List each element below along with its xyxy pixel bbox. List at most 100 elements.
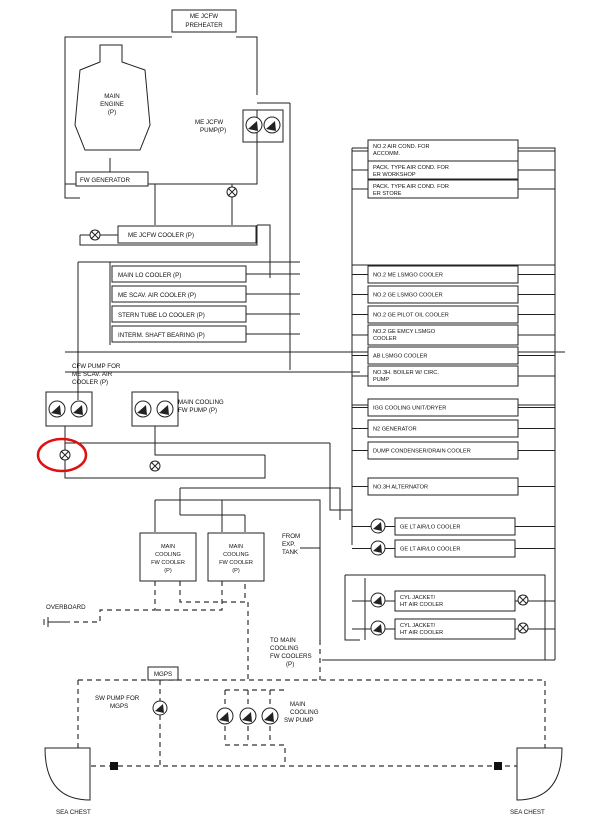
right-column-label: ER WORKSHOP [373,172,416,178]
right-column-label: ACCOMM. [373,151,400,157]
sw-pump-line-2: COOLING [290,709,319,716]
right-column-label: GE LT AIR/LO COOLER [400,547,460,553]
to-main-cooling-line-4: (P) [286,661,294,668]
from-exp-tank: FROM EXP. TANK [282,533,320,556]
to-main-cooling-line-3: FW COOLERS [270,653,312,660]
stern-tube-lo-cooler-label: STERN TUBE LO COOLER (P) [118,312,205,319]
right-column-label: NO.3H. BOILER W/ CIRC. [373,370,439,376]
right-column-label: GE LT AIR/LO COOLER [400,525,460,531]
overboard: OVERBOARD [43,604,86,627]
right-column-label: NO.3H ALTERNATOR [373,485,428,491]
right-column-label: NO.2 GE EMCY LSMGO [373,329,436,335]
right-column-label: COOLER [373,336,397,342]
sw-pump-1-icon [216,707,234,725]
fw-cooler-1-line-4: (P) [164,568,172,574]
right-column-label: N2 GENERATOR [373,427,417,433]
me-scav-air-cooler-label: ME SCAV. AIR COOLER (P) [118,292,196,299]
right-column-label: CYL JACKET/ [400,623,436,629]
fw-cooler-1-line-3: FW COOLER [151,560,185,566]
right-column-label: IGG COOLING UNIT/DRYER [373,406,446,412]
right-column-label: CYL JACKET/ [400,595,436,601]
cfw-pump-2-icon [70,400,88,418]
jcfw-loop-lines [64,36,291,370]
main-cooling-fw-pump-1-icon [134,400,152,418]
mgps-label: MGPS [154,671,172,678]
main-cooling-fw-cooler-2: MAIN COOLING FW COOLER (P) [207,532,265,582]
cfw-pump-line-2: ME SCAV. AIR [72,371,113,378]
sw-pump-line-3: SW PUMP [284,717,314,724]
sw-dashed-lines [70,581,546,767]
overboard-label: OVERBOARD [46,604,86,611]
from-exp-tank-line-3: TANK [282,549,299,556]
sw-pump-mgps-line-1: SW PUMP FOR [95,695,140,702]
from-exp-tank-line-1: FROM [282,533,300,540]
right-column-box [394,590,516,612]
me-jcfw-pump-line-2: PUMP(P) [200,127,226,134]
fw-cooler-2-line-2: COOLING [223,552,249,558]
interm-shaft-bearing-label: INTERM. SHAFT BEARING (P) [118,332,205,339]
me-jcfw-preheater: ME JCFW PREHEATER [171,9,237,33]
cyl-jacket-pump-2-icon [370,620,386,636]
me-jcfw-pump-line-1: ME JCFW [195,119,223,126]
right-column-label: NO.2 ME LSMGO COOLER [373,273,443,279]
sw-pump-mgps-line-2: MGPS [110,703,128,710]
ge-lt-pump-2-icon [370,540,386,556]
right-column-label: AB LSMGO COOLER [373,354,427,360]
right-column-box [367,365,519,387]
main-engine-line-3: (P) [108,109,116,116]
sea-chest-left-label: SEA CHEST [56,809,91,816]
right-column-label: PACK. TYPE AIR COND. FOR [373,184,449,190]
main-lo-cooler-label: MAIN LO COOLER (P) [118,272,181,279]
highlight-circle [36,437,88,473]
sw-pump-3-icon [261,707,279,725]
right-column-box [394,618,516,640]
fw-cooler-2-line-4: (P) [232,568,240,574]
lo-cooler-group: MAIN LO COOLER (P) ME SCAV. AIR COOLER (… [77,261,300,400]
right-column-label: PACK. TYPE AIR COND. FOR [373,165,449,171]
me-jcfw-cooler: ME JCFW COOLER (P) [117,225,257,244]
right-column-label: ER STORE [373,191,402,197]
main-engine-line-1: MAIN [104,93,119,100]
fw-cooler-1-line-2: COOLING [155,552,181,558]
main-engine: MAIN ENGINE (P) [74,44,151,151]
fw-generator: FW GENERATOR [75,171,149,187]
ge-lt-pump-1-icon [370,518,386,534]
cyl-jacket-pump-1-icon [370,592,386,608]
fw-cooler-2-line-3: FW COOLER [219,560,253,566]
main-cooling-fw-pump-2-icon [156,400,174,418]
highlighted-valve-icon[interactable] [59,449,71,461]
cfw-pump-1-icon [48,400,66,418]
sw-pump-2-icon [239,707,257,725]
cfw-pump-line-1: CFW PUMP FOR [72,363,121,370]
mgps: MGPS [147,666,179,681]
valve-icon [149,460,161,472]
to-main-cooling: TO MAIN COOLING FW COOLERS (P) [270,637,312,668]
sea-chest-left: SEA CHEST [44,747,118,816]
me-jcfw-pump-2-icon [263,116,281,134]
valve-icon [517,622,529,634]
right-column-label: HT AIR COOLER [400,602,443,608]
preheater-line-2: PREHEATER [185,22,223,29]
cfw-pump-group: CFW PUMP FOR ME SCAV. AIR COOLER (P) [45,363,121,427]
cfw-pump-line-3: COOLER (P) [72,379,108,386]
from-exp-tank-line-2: EXP. [282,541,296,548]
me-jcfw-pump-1-icon [245,116,263,134]
fw-generator-label: FW GENERATOR [80,177,130,184]
main-cooling-fw-pump-line-1: MAIN COOLING [178,399,224,406]
main-cooling-fw-pump-line-2: FW PUMP (P) [178,407,217,414]
main-cooling-fw-cooler-1: MAIN COOLING FW COOLER (P) [139,532,197,582]
right-column-label: PUMP [373,377,389,383]
sw-pump-line-1: MAIN [290,701,305,708]
to-main-cooling-line-2: COOLING [270,645,299,652]
right-column-label: NO.2 GE PILOT OIL COOLER [373,313,449,319]
me-jcfw-cooler-label: ME JCFW COOLER (P) [128,232,194,239]
right-column-label: NO.2 GE LSMGO COOLER [373,293,443,299]
right-column-box [367,324,519,346]
right-column-label: HT AIR COOLER [400,630,443,636]
preheater-line-1: ME JCFW [190,13,218,20]
sw-pump-for-mgps: SW PUMP FOR MGPS [95,695,168,716]
valve-icon [517,594,529,606]
sea-chest-right-label: SEA CHEST [510,809,545,816]
